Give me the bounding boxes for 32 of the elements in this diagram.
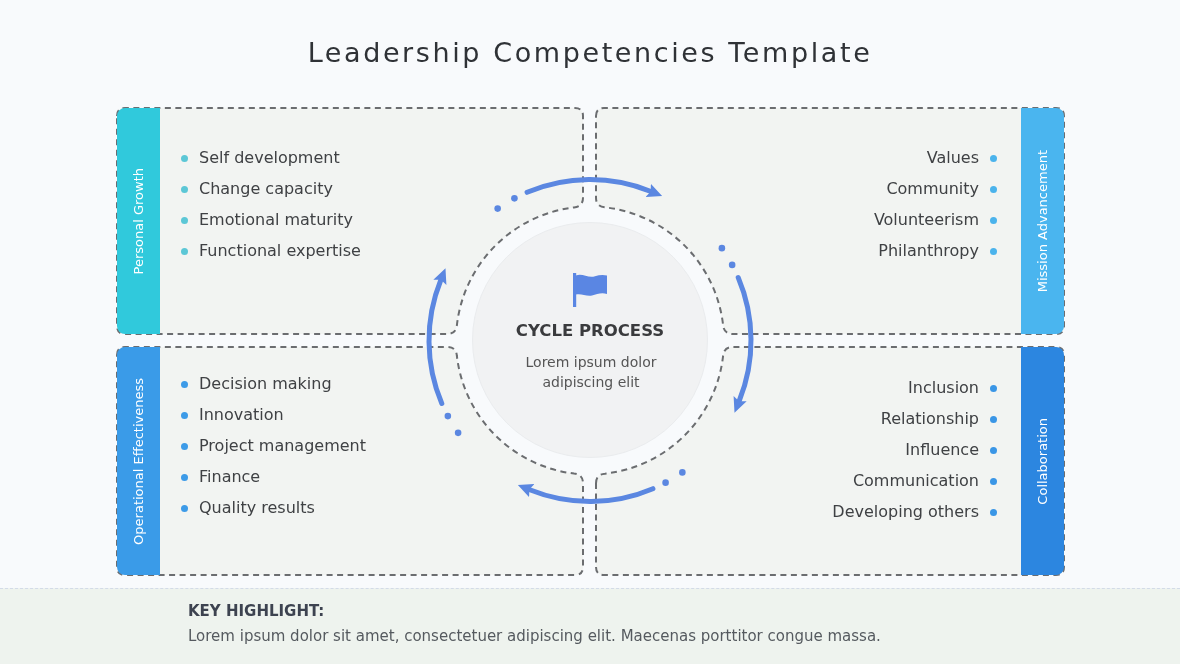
list-item: Volunteerism	[873, 210, 979, 230]
highlight-heading: KEY HIGHLIGHT:	[188, 601, 325, 621]
list-item: Functional expertise	[199, 241, 361, 261]
list-item: Decision making	[199, 374, 332, 394]
cycle-arrow	[517, 483, 656, 504]
slide-title: Leadership Competencies Template	[307, 36, 873, 70]
panel-heading: Operational Effectiveness	[130, 377, 147, 545]
highlight-text: Lorem ipsum dolor sit amet, consectetuer adipiscing elit. Maecenas porttitor congue massa.	[188, 626, 881, 646]
cycle-arrow	[524, 177, 663, 198]
panel-heading: Mission Advancement	[1034, 149, 1051, 293]
list-item: Values	[926, 148, 979, 168]
list-item: Change capacity	[199, 179, 333, 199]
list-item: Communication	[852, 471, 979, 491]
circle-text: Lorem ipsum dolor adipiscing elit	[524, 353, 658, 392]
circle-heading: CYCLE PROCESS	[515, 320, 665, 342]
panel-heading: Collaboration	[1034, 417, 1051, 505]
list-item: Project management	[199, 436, 366, 456]
panel-heading: Personal Growth	[130, 167, 147, 275]
list-item: Innovation	[199, 405, 284, 425]
list-item: Emotional maturity	[199, 210, 354, 230]
list-item: Community	[886, 179, 979, 199]
list-item: Relationship	[880, 409, 979, 429]
list-item: Inclusion	[908, 378, 979, 398]
list-item: Philanthropy	[878, 241, 979, 261]
list-item: Influence	[905, 440, 979, 460]
list-item: Quality results	[199, 498, 315, 518]
cycle-arrow	[426, 268, 447, 406]
list-item: Developing others	[832, 502, 979, 522]
list-item: Self development	[199, 148, 340, 168]
cycle-arrow	[733, 275, 754, 413]
footer-band	[0, 588, 1180, 664]
list-item: Finance	[199, 467, 261, 487]
